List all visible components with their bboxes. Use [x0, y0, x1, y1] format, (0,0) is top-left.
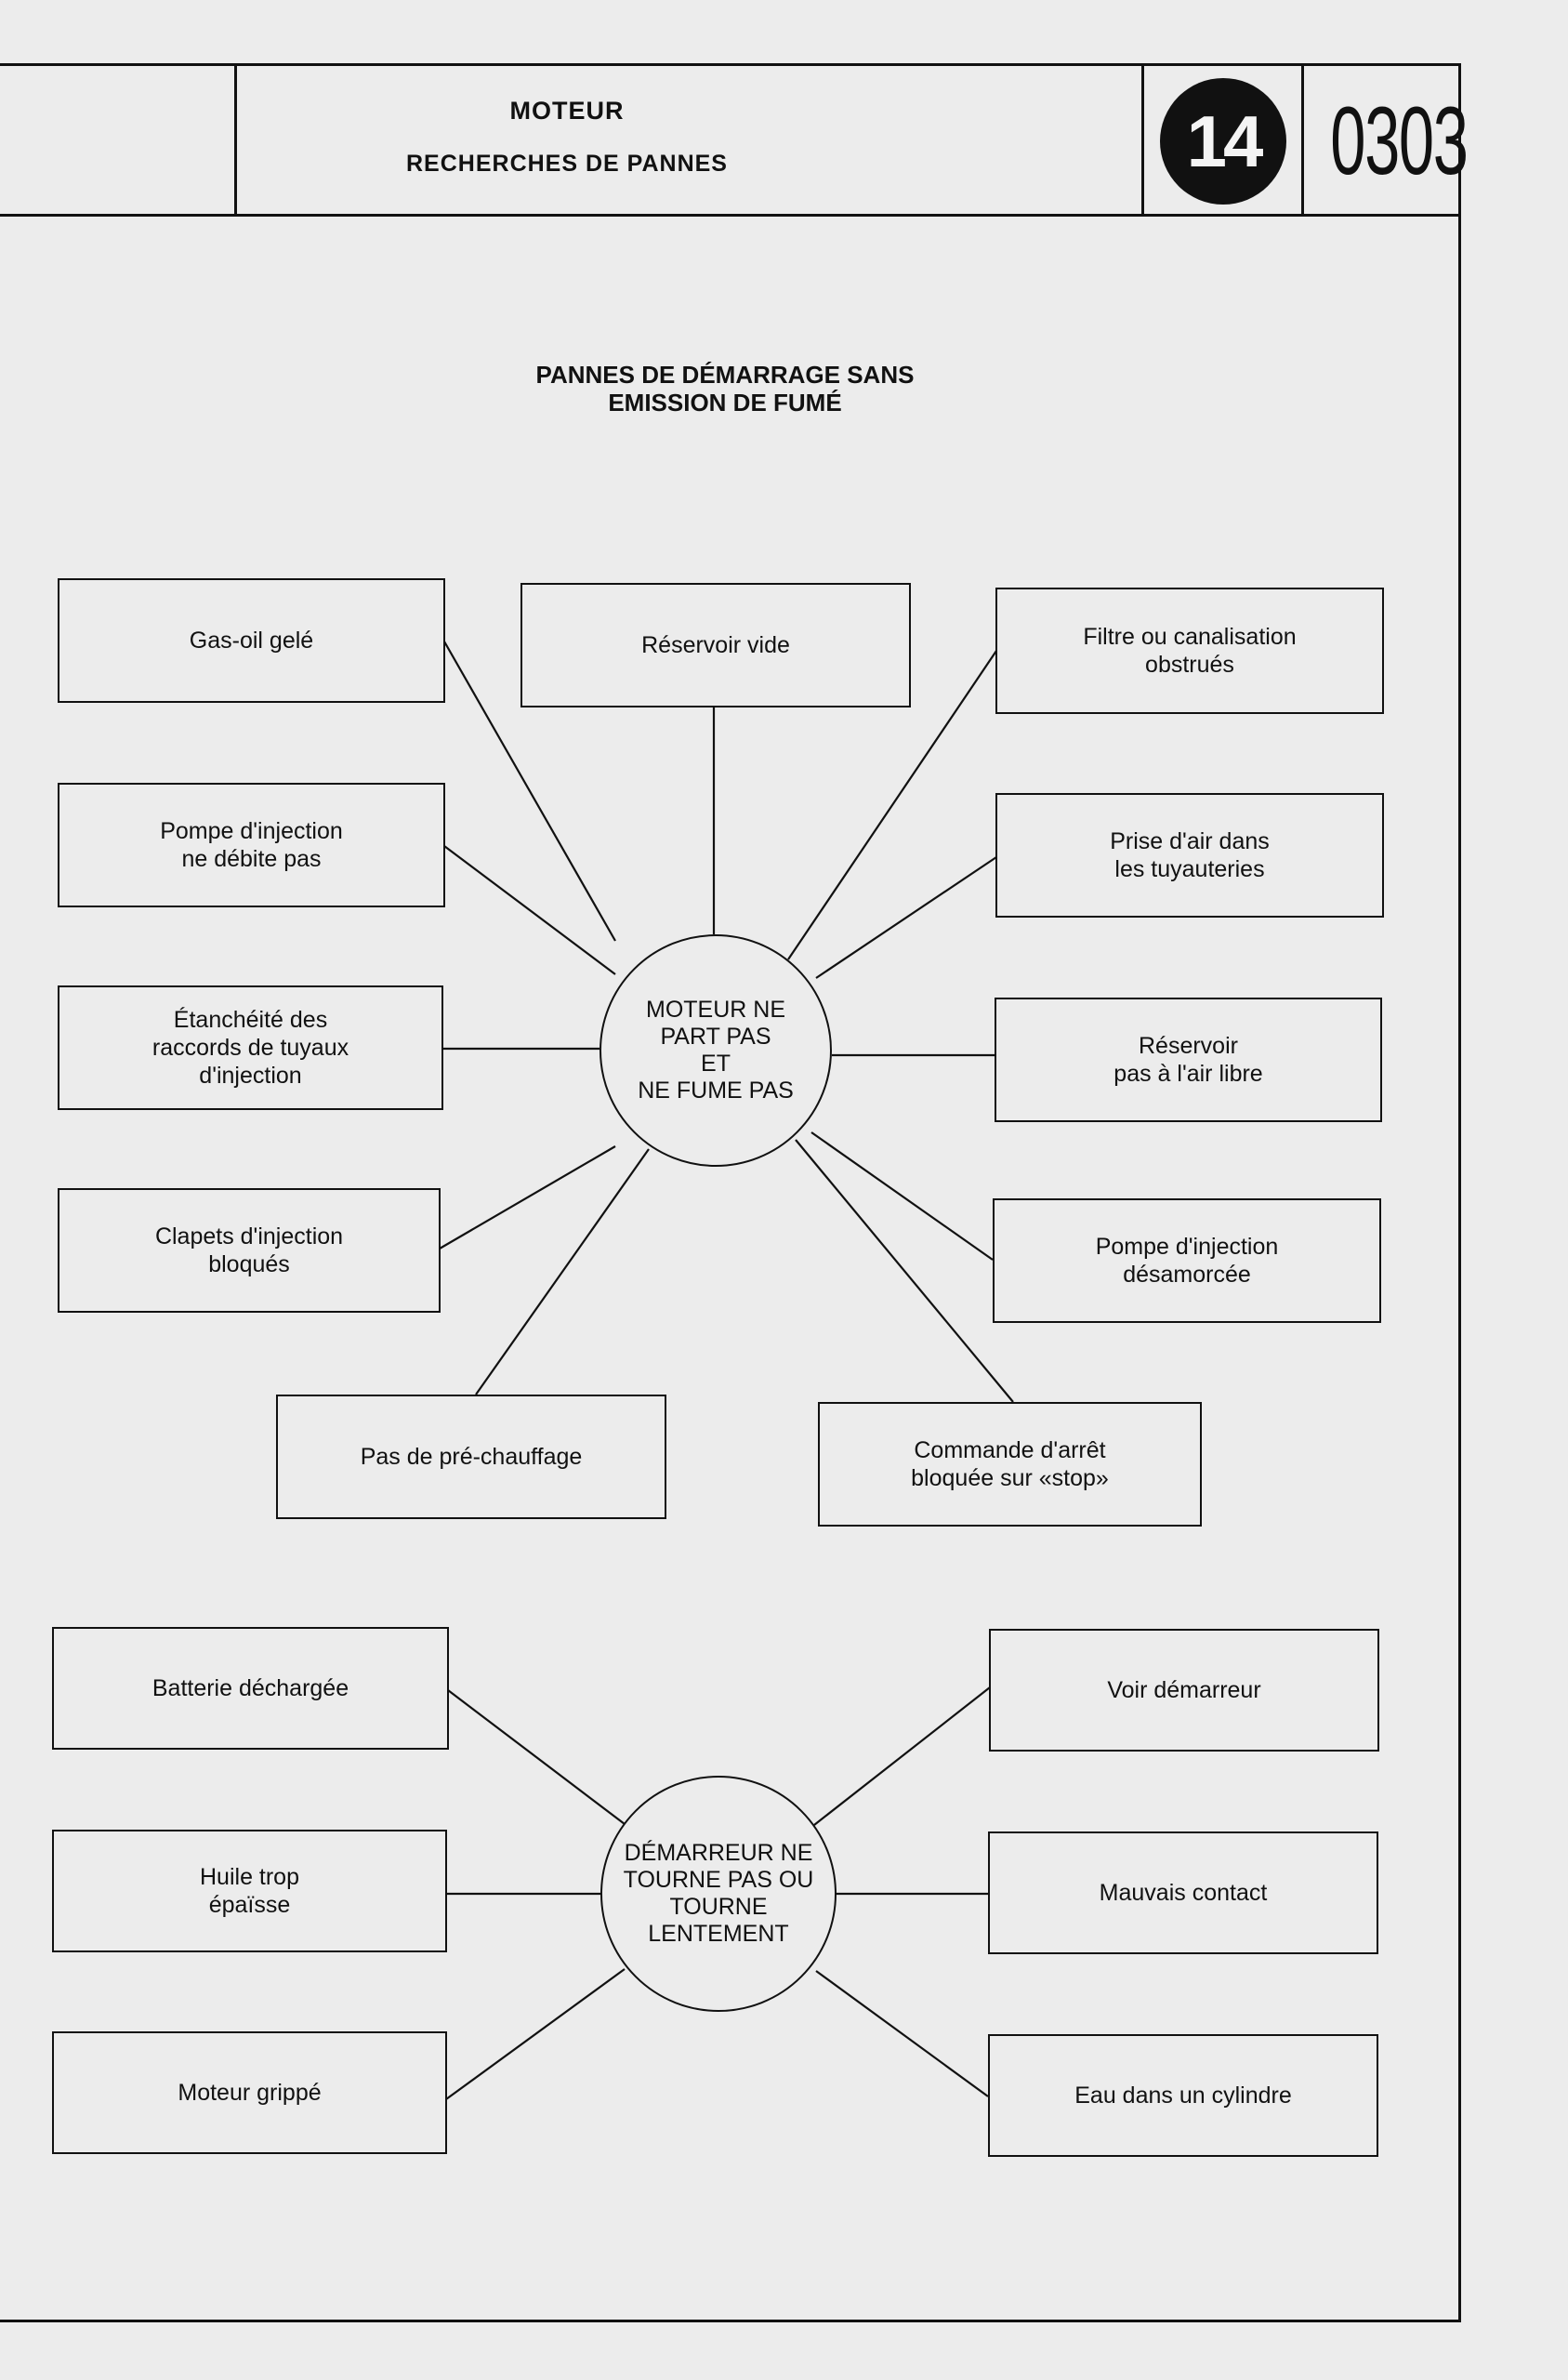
cause-box-water-cylinder: Eau dans un cylindre	[988, 2034, 1378, 2157]
connector-line	[439, 1145, 616, 1250]
cause-box-air-intake: Prise d'air dans les tuyauteries	[995, 793, 1384, 918]
cause-box-see-starter: Voir démarreur	[989, 1629, 1379, 1752]
header-divider	[1141, 63, 1144, 216]
connector-line	[443, 845, 616, 975]
cause-box-injection-fittings: Étanchéité des raccords de tuyaux d'inje…	[58, 985, 443, 1110]
cause-box-flat-battery: Batterie déchargée	[52, 1627, 449, 1750]
connector-line	[815, 856, 997, 979]
diagram-title: PANNES DE DÉMARRAGE SANS EMISSION DE FUM…	[535, 361, 915, 416]
header-title: MOTEUR	[509, 97, 625, 125]
center-node-starter-slow: DÉMARREUR NE TOURNE PAS OU TOURNE LENTEM…	[600, 1776, 837, 2012]
cause-box-frozen-diesel: Gas-oil gelé	[58, 578, 445, 703]
cause-box-seized-engine: Moteur grippé	[52, 2031, 447, 2154]
cause-box-injection-valves: Clapets d'injection bloqués	[58, 1188, 441, 1313]
center-node-no-start-no-smoke: MOTEUR NE PART PAS ET NE FUME PAS	[600, 934, 832, 1167]
cause-box-pump-no-output: Pompe d'injection ne débite pas	[58, 783, 445, 907]
header-divider	[1301, 63, 1304, 216]
header-rule	[0, 214, 1461, 217]
connector-line	[813, 1686, 991, 1826]
cause-box-empty-tank: Réservoir vide	[520, 583, 911, 707]
cause-box-clogged-filter: Filtre ou canalisation obstrués	[995, 588, 1384, 714]
connector-line	[795, 1139, 1014, 1403]
connector-line	[445, 1968, 626, 2100]
cause-box-no-preheat: Pas de pré-chauffage	[276, 1395, 666, 1519]
chapter-badge: 14	[1160, 78, 1286, 205]
cause-box-pump-unprimed: Pompe d'injection désamorcée	[993, 1198, 1381, 1323]
header-divider	[234, 63, 237, 216]
connector-line	[815, 1970, 989, 2097]
connector-line	[787, 650, 997, 960]
header-subtitle: RECHERCHES DE PANNES	[406, 151, 728, 177]
cause-box-tank-vent: Réservoir pas à l'air libre	[995, 998, 1382, 1122]
connector-line	[475, 1148, 650, 1395]
cause-box-bad-contact: Mauvais contact	[988, 1831, 1378, 1954]
connector-line	[810, 1131, 994, 1261]
page-frame	[0, 63, 1461, 2322]
cause-box-thick-oil: Huile trop épaïsse	[52, 1830, 447, 1952]
cause-box-stop-control: Commande d'arrêt bloquée sur «stop»	[818, 1402, 1202, 1527]
connector-line	[443, 641, 616, 942]
connector-line	[447, 1689, 626, 1825]
